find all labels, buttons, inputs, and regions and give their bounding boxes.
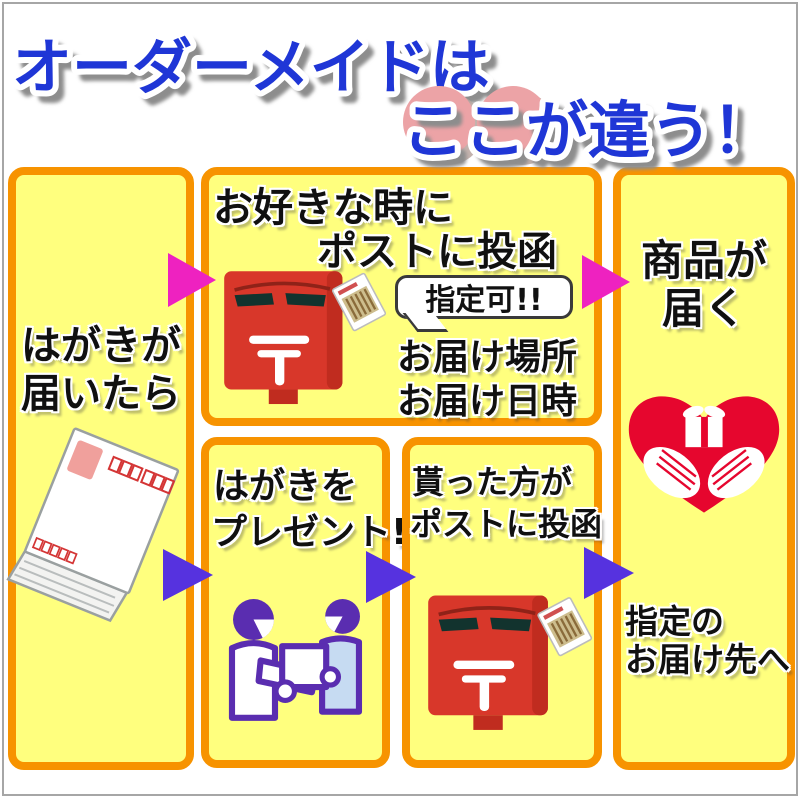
arrow-right-icon [168, 253, 216, 307]
panel-recipient-posts: 貰った方が ポストに投函 [402, 437, 602, 768]
postbox-icon [428, 595, 593, 730]
destination-label: お届け先へ [625, 640, 790, 679]
title-outline: オーダーメイドは [12, 33, 490, 103]
arrow-right-icon [366, 551, 416, 603]
title-outline: ここが違う！ [402, 94, 774, 167]
step-label: 届く [661, 284, 746, 333]
pink-emphasis-circles-icon [403, 86, 558, 165]
option-label: お届け日時 [396, 381, 577, 422]
destination-label: 指定の [625, 602, 724, 641]
step-label: はがきを [213, 466, 358, 507]
arrow-right-icon [163, 549, 213, 601]
postal-mark-icon [453, 660, 515, 712]
panel-post-anytime: お好きな時に ポストに投函 指定可!! お届け場 [201, 167, 602, 426]
postcard-icon [537, 597, 593, 657]
postbox-icon [224, 271, 387, 405]
gift-box-icon [682, 405, 726, 448]
step-label: はがきが [21, 323, 181, 369]
option-label: お届け場所 [396, 337, 577, 378]
step-label: ポストに投函 [410, 505, 603, 543]
hand-icon [643, 446, 765, 499]
step-label: ポストに投函 [317, 229, 557, 275]
title-line-1: オーダーメイドは オーダーメイドは オーダーメイドは [6, 27, 501, 116]
postcard-icon [331, 272, 387, 332]
step-label: 商品が [640, 236, 767, 285]
arrow-right-icon [582, 255, 630, 309]
bubble-label: 指定可!! [425, 283, 543, 318]
panel-gift-postcard: はがきを プレゼント!! [201, 437, 424, 768]
step-label: お好きな時に [213, 185, 453, 231]
title-shadow: ここが違う！ [409, 102, 781, 175]
title-text: オーダーメイドは [12, 33, 490, 103]
gift-exchange-icon [228, 599, 363, 721]
title-line-2: ここが違う！ ここが違う！ ここが違う！ [396, 86, 786, 180]
speech-bubble: 指定可!! [395, 275, 573, 332]
panel-postcard-arrives: はがきが 届いたら [6, 167, 194, 770]
postal-mark-icon [249, 335, 310, 386]
step-label: プレゼント!! [211, 512, 424, 553]
title-text: ここが違う！ [402, 94, 774, 167]
arrow-right-icon [584, 547, 634, 599]
step-label: 届いたら [21, 371, 181, 417]
heart-hands-icon [628, 396, 780, 513]
panel-product-arrives: 商品が 届く 指定の お届け先へ [613, 167, 795, 770]
postcard-stack-icon [6, 427, 180, 623]
step-label: 貰った方が [412, 463, 573, 501]
